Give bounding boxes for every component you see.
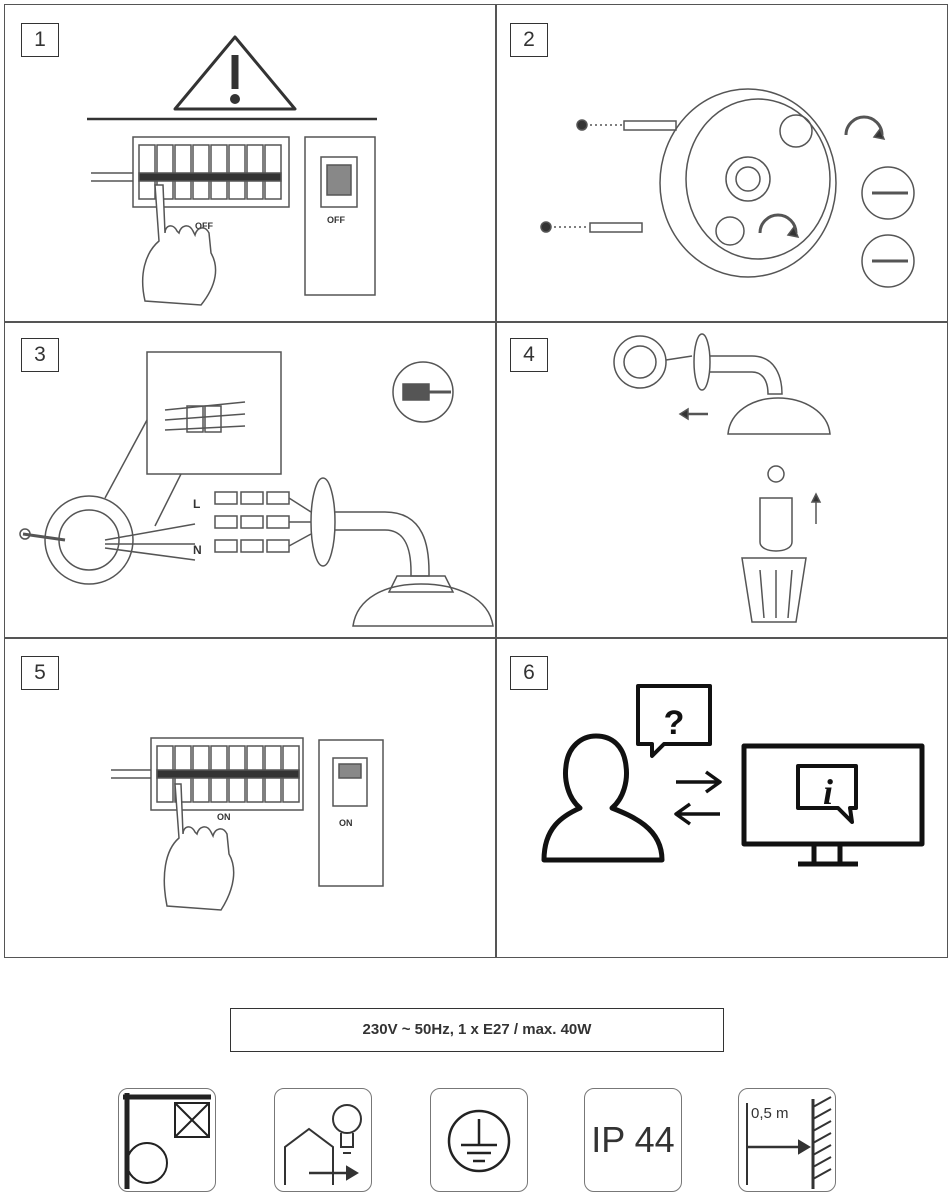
- grid-divider-row-1: [5, 321, 947, 323]
- rcd-unit-icon: [304, 136, 376, 296]
- mounting-plate-icon: [19, 495, 134, 585]
- ip-rating-icon: IP 44: [584, 1088, 682, 1192]
- panel-step-6: 6 ? i: [496, 638, 947, 957]
- step-number: 3: [21, 338, 59, 372]
- mounting-plate-icon: [659, 88, 837, 278]
- terminal-block-icon: [214, 491, 290, 553]
- wall-mount-not-ceiling-icon: [118, 1088, 216, 1192]
- person-icon: [541, 733, 665, 863]
- wiring-illustration: L N: [19, 351, 494, 627]
- switch-off-illustration: OFF OFF: [87, 35, 377, 306]
- protective-cage-icon: [741, 557, 807, 623]
- ip-rating-text: IP 44: [591, 1119, 675, 1160]
- power-spec-box: 230V ~ 50Hz, 1 x E27 / max. 40W: [230, 1008, 724, 1052]
- swap-arrows-icon: [674, 770, 722, 826]
- info-bubble-icon: [796, 764, 858, 824]
- screwdriver-detail-icon: [392, 361, 454, 423]
- switch-off-label-right: OFF: [327, 215, 345, 225]
- minimum-distance-text: 0,5 m: [751, 1105, 789, 1122]
- grid-divider-row-2: [5, 637, 947, 639]
- step-number: 5: [21, 656, 59, 690]
- switch-on-illustration: ON ON: [111, 737, 384, 911]
- panel-step-2: 2: [496, 5, 947, 321]
- minimum-distance-icon: 0,5 m: [738, 1088, 836, 1192]
- wall-lamp-icon: [310, 477, 494, 627]
- wire-label-neutral: N: [193, 543, 202, 557]
- switch-on-label-right: ON: [339, 818, 353, 828]
- step-number: 4: [510, 338, 548, 372]
- hand-icon: [141, 184, 217, 306]
- rcd-unit-icon: [318, 739, 384, 887]
- screw-detail-icon: [861, 166, 915, 220]
- panel-step-5: 5 ON ON: [5, 638, 495, 957]
- question-mark: ?: [664, 704, 685, 742]
- contact-support-illustration: ? i: [541, 684, 925, 867]
- question-bubble-icon: [636, 684, 712, 758]
- lamp-assembly-illustration: [613, 333, 831, 623]
- panel-step-1: 1 OFF: [5, 5, 495, 321]
- monitor-icon: [741, 743, 925, 847]
- fuse-box-icon: [91, 136, 290, 208]
- info-mark: i: [823, 772, 833, 812]
- panel-step-4: 4: [496, 322, 947, 637]
- step-number: 1: [21, 23, 59, 57]
- indoor-outdoor-lamp-icon: [274, 1088, 372, 1192]
- mounting-plate-icon: [613, 335, 667, 389]
- fuse-box-icon: [111, 737, 304, 811]
- lamp-shade-icon: [727, 397, 831, 435]
- switch-on-label-left: ON: [217, 812, 231, 822]
- step-number: 2: [510, 23, 548, 57]
- bulb-icon: [767, 465, 785, 483]
- mounting-plate-illustration: [540, 88, 915, 288]
- panel-step-3: 3: [5, 322, 495, 637]
- hand-icon: [163, 783, 235, 911]
- screwdriver-detail-icon: [861, 234, 915, 288]
- wire-label-live: L: [193, 497, 200, 511]
- glass-cover-icon: [759, 497, 793, 552]
- switch-off-label-left: OFF: [195, 221, 213, 231]
- step-number: 6: [510, 656, 548, 690]
- protective-earth-icon: [430, 1088, 528, 1192]
- instruction-grid: 1 OFF: [4, 4, 948, 958]
- terminal-detail-inset: [146, 351, 282, 475]
- grid-divider-vertical: [495, 5, 497, 957]
- warning-triangle-icon: [173, 35, 297, 111]
